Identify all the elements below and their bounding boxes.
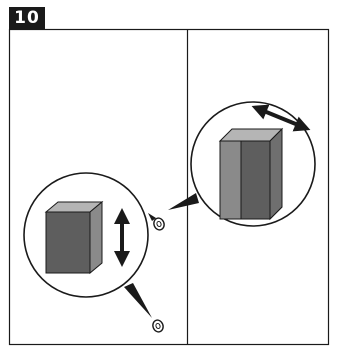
callout-pointer-lower: [124, 283, 152, 318]
adjustment-screw-lower-icon: [152, 319, 164, 333]
left-box-icon: [44, 200, 104, 275]
step-number-badge: 10: [9, 7, 45, 29]
right-box-icon: [218, 127, 284, 221]
right-panel: [168, 101, 316, 227]
diagram-frame: [8, 28, 330, 346]
callout-pointer-right: [168, 193, 199, 210]
adjustment-screw-upper-icon: [153, 217, 165, 231]
left-panel: [23, 172, 165, 333]
horizontal-adjust-arrow-icon: [251, 104, 311, 132]
callout-pointer-upper: [148, 213, 156, 221]
